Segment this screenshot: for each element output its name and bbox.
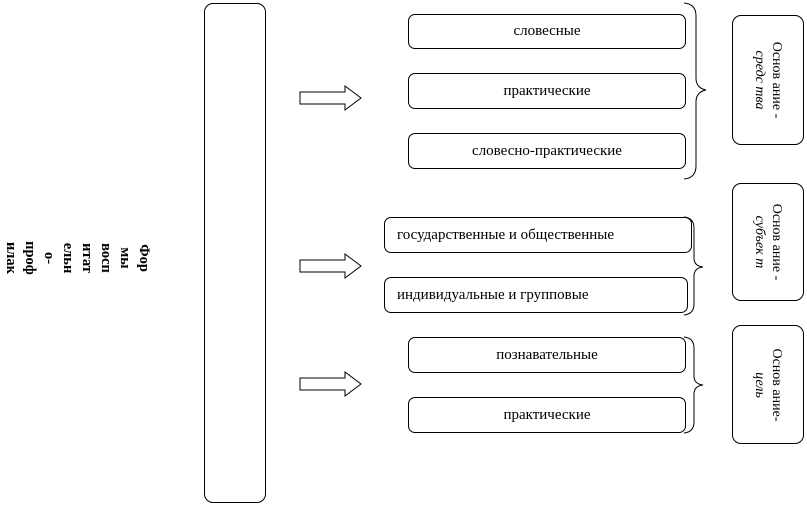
basis-box-subject: Основ ание - субъек т [732, 183, 804, 301]
right-arrow-icon [299, 253, 362, 279]
subject-box-state-public: государственные и общественные [384, 217, 692, 253]
basis-text: Основ ание - субъек т [751, 182, 785, 302]
goal-box-practical: практические [408, 397, 686, 433]
subject-box-individual-group: индивидуальные и групповые [384, 277, 688, 313]
right-brace-icon [683, 336, 704, 434]
basis-text: Основ ание - средс тва [751, 20, 785, 140]
box-label: практические [503, 406, 591, 423]
basis-value: цель [752, 371, 767, 398]
basis-label: Основ ание- [769, 347, 784, 421]
box-label: словесные [513, 23, 581, 39]
goal-box-cognitive: познавательные [408, 337, 686, 373]
method-box-verbal: словесные [408, 14, 686, 49]
main-frame [204, 3, 266, 503]
method-box-verbal-practical: словесно-практические [408, 133, 686, 169]
basis-value: средс тва [752, 50, 767, 110]
box-label: практические [503, 82, 591, 99]
box-label: познавательные [496, 346, 598, 363]
basis-text: Основ ание- цель [751, 325, 785, 445]
box-label: словесно-практические [472, 142, 622, 159]
method-box-practical: практические [408, 73, 686, 109]
basis-value: субъек т [752, 215, 767, 269]
right-arrow-icon [299, 85, 362, 111]
basis-box-goal: Основ ание- цель [732, 325, 804, 444]
right-brace-icon [683, 2, 707, 180]
basis-label: Основ ание - [769, 41, 784, 119]
basis-box-means: Основ ание - средс тва [732, 15, 804, 145]
box-label: индивидуальные и групповые [397, 286, 589, 303]
right-arrow-icon [299, 371, 362, 397]
box-label: государственные и общественные [397, 226, 615, 243]
right-brace-icon [683, 216, 704, 316]
basis-label: Основ ание - [769, 203, 784, 281]
